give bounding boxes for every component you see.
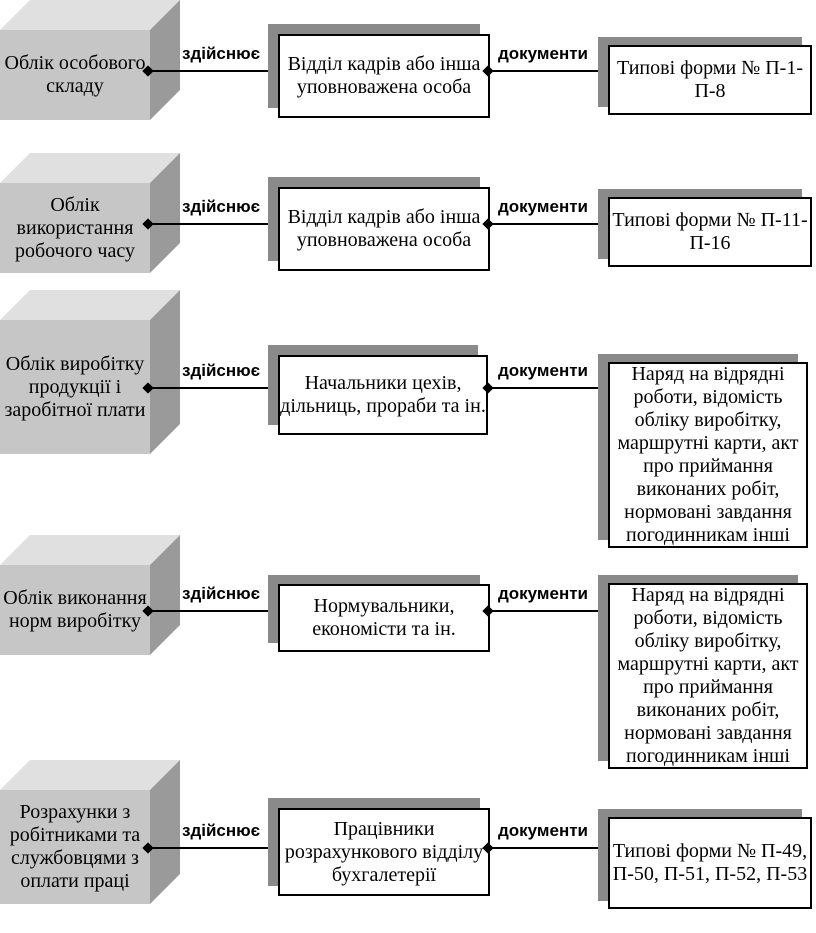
performer-label: Відділ кадрів або інша уповноважена особ…: [278, 34, 490, 118]
category-label: Облік використання робочого часу: [0, 183, 150, 273]
performer-label: Працівники розрахункового відділу бухгал…: [278, 808, 490, 896]
performs-label: здійснює: [182, 361, 261, 380]
performs-label: здійснює: [182, 821, 261, 840]
documents-list: Наряд на відрядні роботи, відомість облі…: [608, 362, 808, 548]
performs-label: здійснює: [182, 584, 261, 603]
documents-label: документи: [498, 197, 588, 216]
category-label: Облік особового складу: [0, 30, 150, 120]
documents-label: документи: [498, 361, 588, 380]
performs-label: здійснює: [182, 197, 261, 216]
documents-label: документи: [498, 584, 588, 603]
cube-3d-shape: [0, 760, 180, 904]
cube-3d-shape: [0, 535, 180, 655]
performer-label: Відділ кадрів або інша уповноважена особ…: [278, 187, 490, 271]
category-label: Облік виробітку продукції і заробітної п…: [0, 320, 150, 454]
cube-3d-shape: [0, 290, 180, 454]
category-label: Облік виконання норм виробітку: [0, 565, 150, 655]
performer-label: Нормувальники, економісти та ін.: [278, 584, 490, 652]
cube-3d-shape: [0, 153, 180, 273]
documents-list: Наряд на відрядні роботи, відомість облі…: [608, 583, 808, 769]
documents-list: Типові форми № П-1-П-8: [608, 45, 812, 115]
category-label: Розрахунки з робітниками та службовцями …: [0, 790, 150, 904]
performs-label: здійснює: [182, 44, 261, 63]
documents-list: Типові форми № П-49, П-50, П-51, П-52, П…: [608, 817, 812, 909]
performer-label: Начальники цехів, дільниць, прораби та і…: [278, 355, 488, 435]
cube-3d-shape: [0, 0, 180, 120]
documents-label: документи: [498, 821, 588, 840]
documents-list: Типові форми № П-11-П-16: [608, 197, 812, 267]
documents-label: документи: [498, 44, 588, 63]
